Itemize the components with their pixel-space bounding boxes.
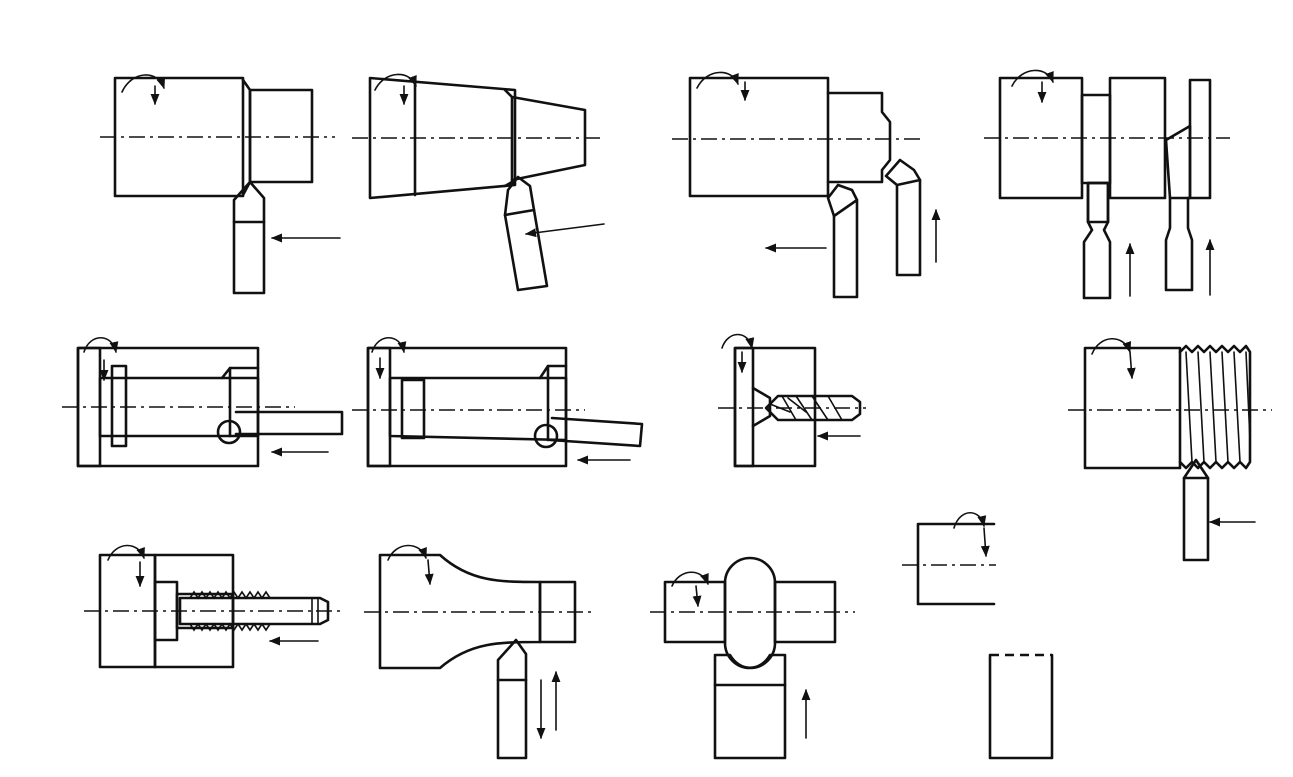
cutting-tool: [232, 180, 266, 295]
operation-part-off-and-chamfer: [984, 69, 1230, 300]
rotation-arrow-icon: [121, 74, 166, 93]
workpiece-outline: [916, 522, 996, 606]
workpiece-section: [366, 346, 568, 468]
workpiece: [1083, 344, 1252, 470]
operation-turn-taper: [352, 73, 605, 292]
form-tool: [713, 653, 787, 760]
rotation-arrow-icon: [696, 71, 739, 89]
operation-bore-taper: [352, 336, 644, 468]
operation-bore-cylinder: [62, 336, 344, 468]
operation-cut-outer-thread: [1068, 338, 1272, 562]
operation-drill: [718, 333, 866, 468]
rotation-arrow-icon: [424, 559, 434, 586]
rotation-arrow-icon: [953, 511, 987, 529]
rotation-arrow-icon: [83, 336, 119, 354]
twist-drill: [764, 394, 862, 422]
rotation-arrow-icon: [1126, 351, 1136, 380]
rotation-arrow-icon: [387, 544, 427, 561]
parting-tool: [1082, 181, 1112, 300]
rotation-arrow-icon: [107, 544, 145, 561]
rotation-arrow-icon: [1091, 338, 1132, 355]
rotation-arrow-icon: [671, 571, 709, 587]
operation-partial-sketch: [902, 511, 1054, 760]
rotation-arrow-icon: [374, 73, 417, 91]
workpiece: [688, 76, 892, 198]
operation-form-turn-convex: [650, 556, 855, 760]
feed-arrow-icon: [524, 223, 605, 238]
cutting-tool: [503, 175, 549, 292]
rotation-arrow-icon: [980, 527, 990, 558]
operation-face-and-groove: [672, 71, 941, 299]
grooving-tool: [884, 158, 922, 277]
operation-tap-inner-thread: [84, 544, 345, 669]
tool-outline: [988, 653, 1054, 760]
tap-tool: [178, 590, 330, 632]
boring-bar: [533, 416, 644, 449]
chamfer-tool: [1164, 124, 1194, 292]
rotation-arrow-icon: [692, 585, 702, 608]
boring-bar: [216, 410, 344, 445]
operation-form-turn-concave: [364, 544, 594, 760]
rotation-arrow-icon: [721, 333, 755, 350]
rotation-arrow-icon: [1011, 69, 1054, 87]
rotation-arrow-icon: [371, 336, 407, 354]
operation-turn-outer-step: [100, 74, 341, 295]
facing-tool: [826, 183, 859, 299]
threading-tool: [1182, 458, 1210, 562]
workpiece: [663, 556, 837, 670]
workpiece-section: [733, 346, 817, 468]
form-tool: [496, 638, 528, 760]
